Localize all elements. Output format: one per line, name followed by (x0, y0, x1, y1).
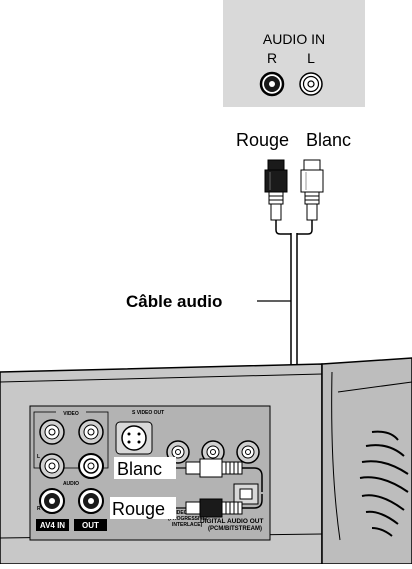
digital-audio-out-jack[interactable] (233, 483, 259, 505)
white-rca-plug (300, 159, 324, 221)
white-callout-box (114, 457, 176, 479)
out-audio-r-jack[interactable] (78, 488, 104, 514)
fan-grille (359, 430, 409, 537)
svideo-out-jack[interactable] (115, 421, 153, 455)
video-group-label: VIDEO (63, 411, 79, 417)
digital-audio-out-label: DIGITAL AUDIO OUT (200, 518, 263, 525)
out-video-jack[interactable] (78, 419, 104, 445)
tv-audio-in-r-jack[interactable] (259, 71, 285, 97)
tv-audio-in-panel: AUDIO IN R L (223, 0, 365, 107)
white-callout-label: Blanc (117, 459, 162, 479)
plug-label-red: Rouge (236, 130, 289, 150)
av4-in-label: AV4 IN (40, 521, 65, 530)
right-audio-marker: R (37, 506, 41, 512)
out-badge (74, 519, 107, 531)
red-rca-plug (264, 159, 288, 221)
red-callout-label: Rouge (112, 499, 165, 519)
tv-audio-in-l-jack[interactable] (299, 72, 323, 96)
left-audio-marker: L (37, 454, 40, 460)
tv-audio-in-title: AUDIO IN (263, 31, 325, 47)
av4-in-badge (36, 519, 69, 531)
cable-label: Câble audio (126, 292, 222, 311)
red-plug-inserted (185, 494, 263, 518)
audio-group-label: AUDIO (63, 481, 79, 487)
svideo-out-label: S VIDEO OUT (132, 410, 164, 416)
white-plug-inserted (185, 458, 263, 492)
component-out-line-2: (PROGRESSIVE/ (168, 516, 208, 522)
tv-right-label: R (267, 50, 277, 66)
out-audio-l-jack[interactable] (78, 453, 104, 479)
component-out-line-3: INTERLACE) (172, 522, 203, 528)
digital-audio-out-sub: (PCM/BITSTREAM) (208, 526, 262, 532)
out-label: OUT (82, 521, 99, 530)
red-callout-box (110, 497, 176, 519)
plug-label-white: Blanc (306, 130, 351, 150)
av4-in-audio-l-jack[interactable] (39, 453, 65, 479)
av4-in-video-jack[interactable] (39, 419, 65, 445)
tv-left-label: L (307, 50, 315, 66)
tv-panel-background (223, 0, 365, 107)
av4-in-audio-r-jack[interactable] (39, 488, 65, 514)
component-jack-3[interactable] (236, 440, 260, 464)
